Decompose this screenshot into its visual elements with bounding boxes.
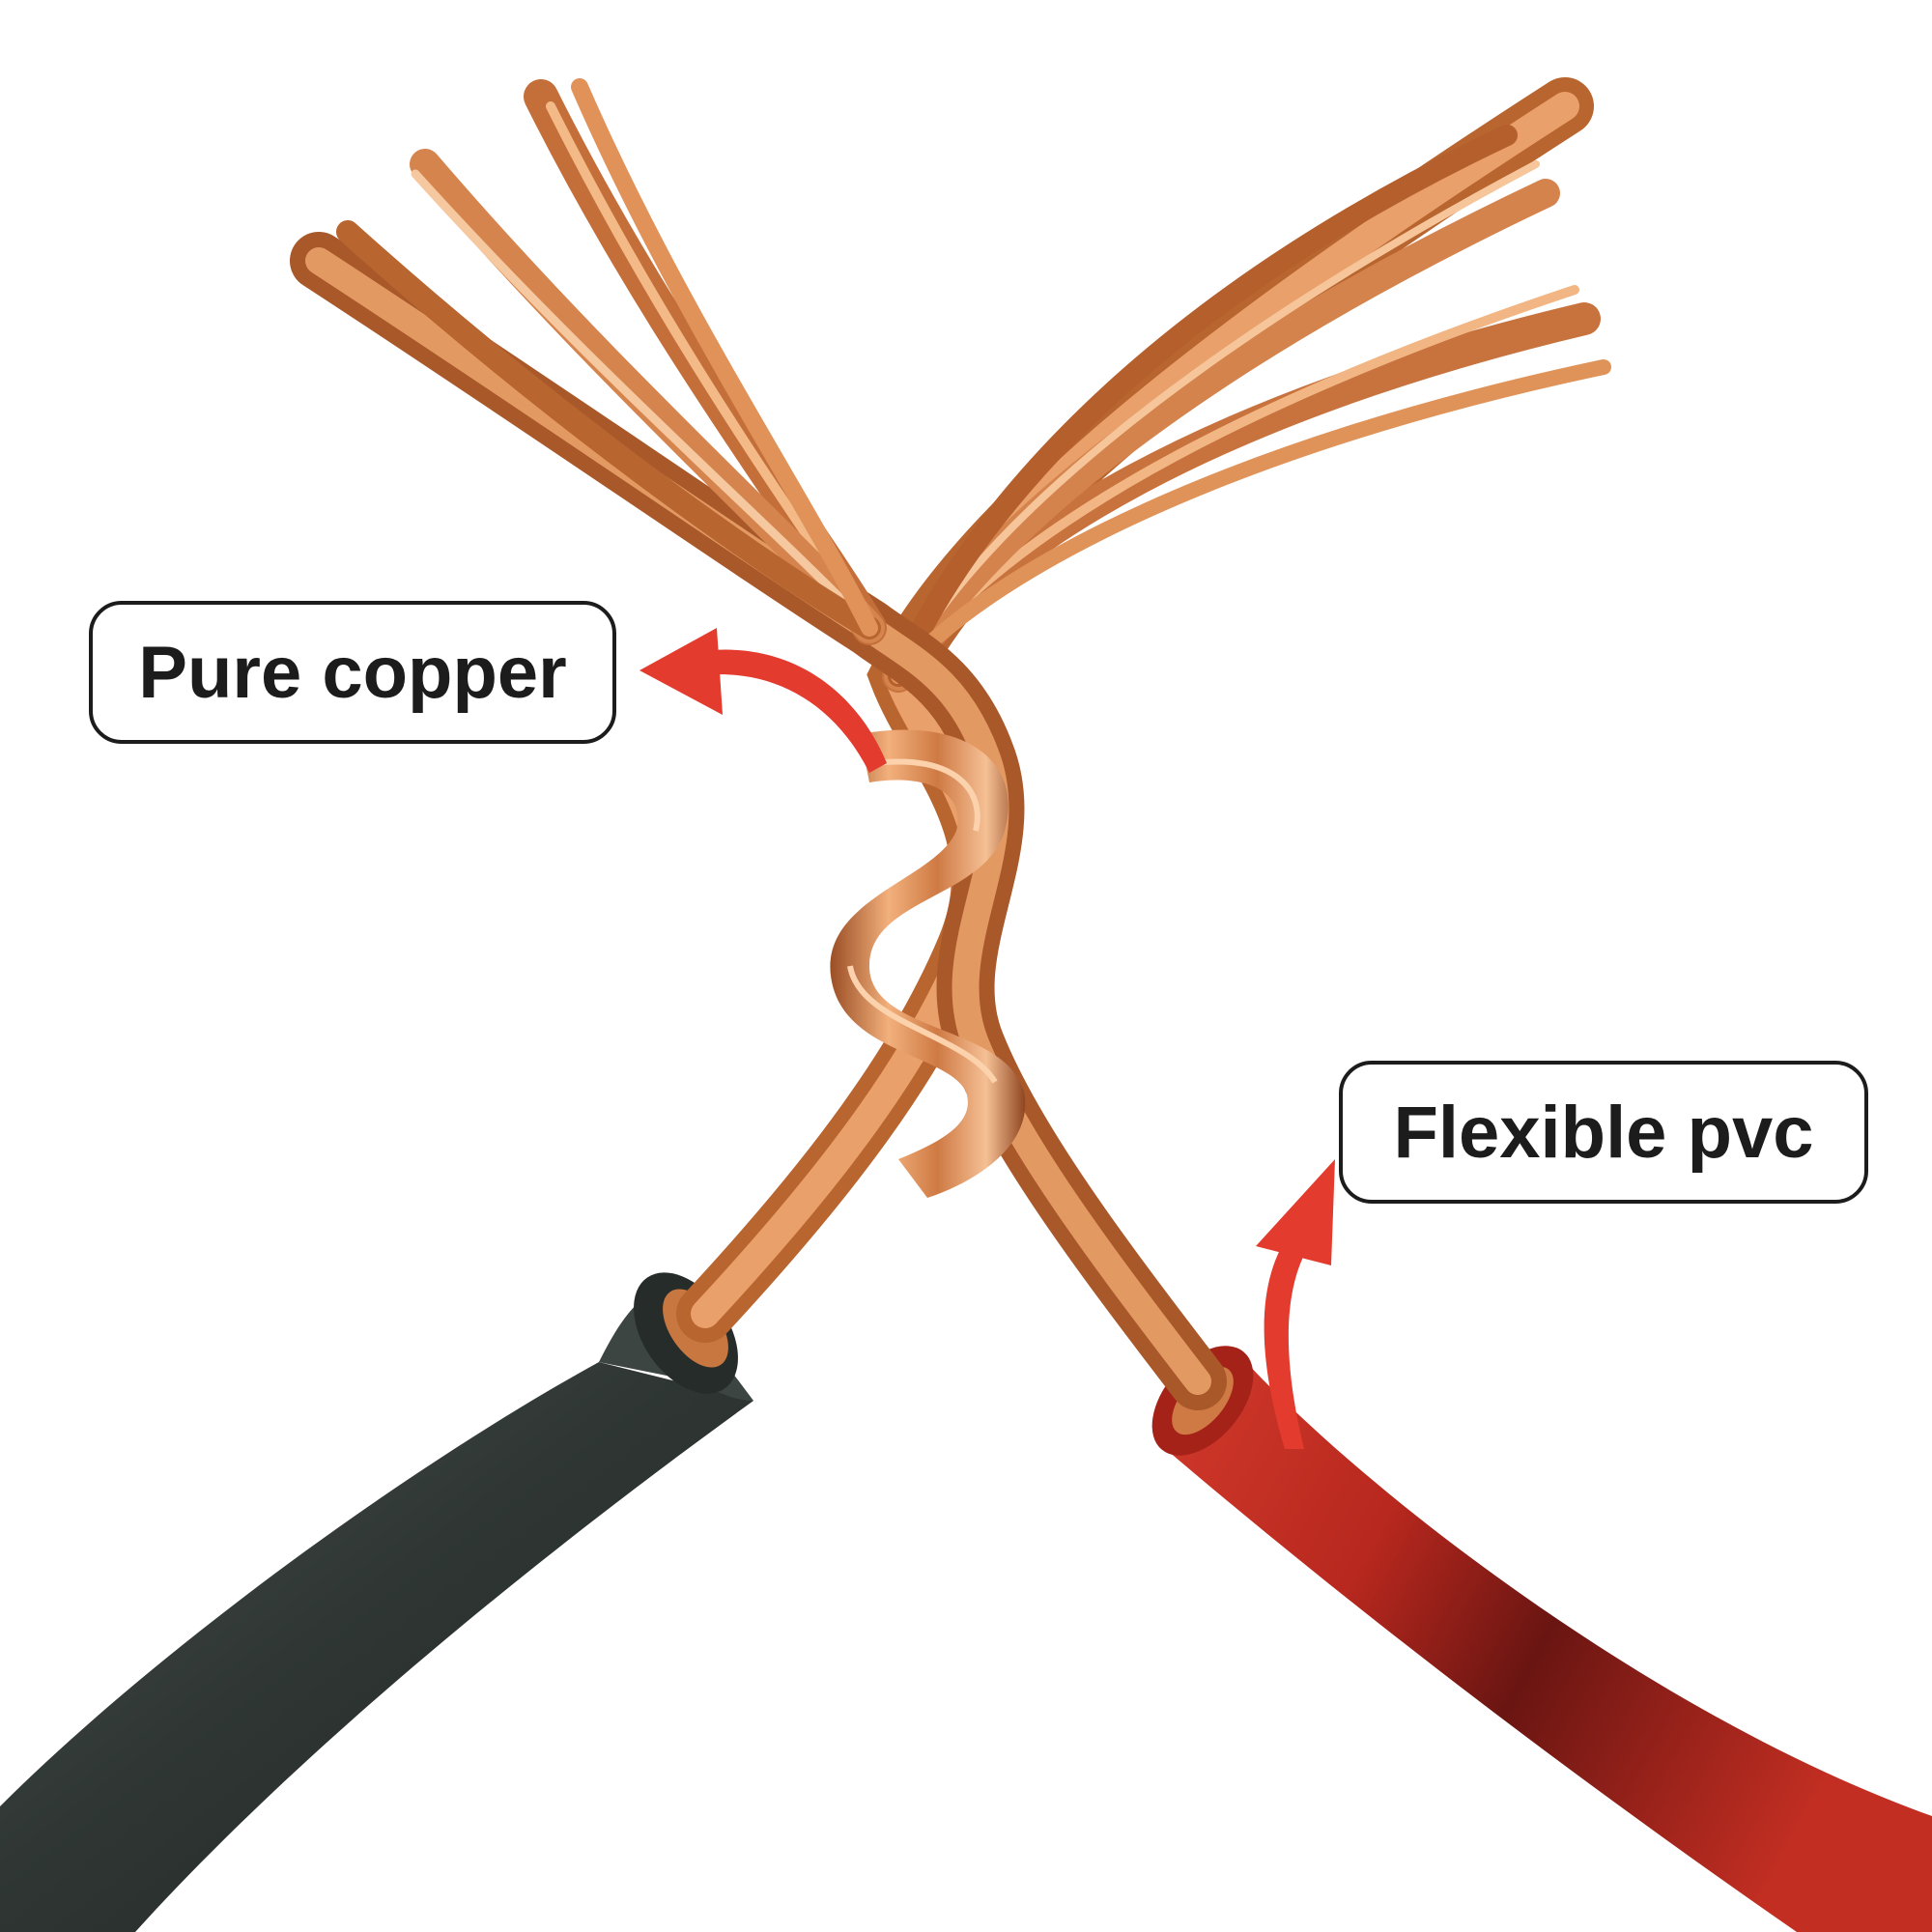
red-cable [1151, 1346, 1932, 1932]
flexible-pvc-label: Flexible pvc [1339, 1061, 1868, 1204]
curved-arrow-icon [1256, 1159, 1335, 1449]
black-cable [0, 1272, 753, 1932]
copper-twist [830, 729, 1026, 1198]
copper-strands-left-fan [290, 78, 1227, 1410]
pure-copper-label: Pure copper [89, 601, 616, 744]
curved-arrow-icon [639, 628, 887, 773]
